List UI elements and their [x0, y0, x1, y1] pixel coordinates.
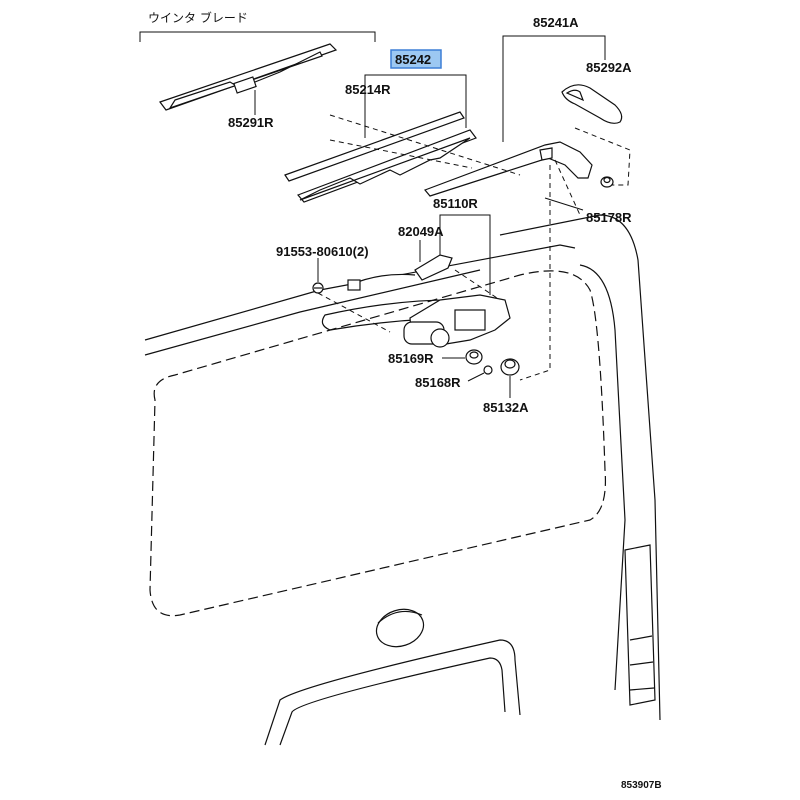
figure-reference: 853907B [621, 780, 662, 791]
cap-85178r-part [600, 176, 614, 188]
part-label-85110r[interactable]: 85110R [433, 196, 478, 211]
grommet-85169r-part [465, 349, 483, 365]
door-lower-detail [264, 608, 521, 746]
nut-85168r-part [483, 365, 493, 375]
blade-rubber-85214r-part [284, 111, 465, 182]
part-label-85292a[interactable]: 85292A [586, 60, 632, 75]
part-label-85242[interactable]: 85242 [395, 52, 431, 67]
part-label-85214r[interactable]: 85214R [345, 82, 391, 97]
part-label-85241a[interactable]: 85241A [533, 15, 579, 30]
highlight-box [390, 49, 442, 69]
blade-85291r-part [159, 43, 338, 111]
arm-cover-85292a-part [561, 84, 623, 124]
part-label-85291r[interactable]: 85291R [228, 115, 274, 130]
group-label: ウインタ ブレード [148, 10, 248, 25]
wiper-arm-85241a-part [423, 141, 593, 197]
leader-lines [139, 31, 606, 398]
connector-82049a-part [347, 254, 453, 291]
wiper-motor-85110r-part [403, 294, 511, 348]
bolt-91553-part [312, 282, 324, 294]
part-label-82049a[interactable]: 82049A [398, 224, 444, 239]
part-label-91553[interactable]: 91553-80610(2) [276, 244, 369, 259]
pivot-cap-85132a-part [500, 358, 520, 376]
blade-assy-85242-part [296, 129, 477, 203]
rear-glass-outline [149, 270, 607, 617]
part-label-85169r[interactable]: 85169R [388, 351, 434, 366]
back-door-outline [144, 214, 661, 721]
part-label-85178r[interactable]: 85178R [586, 210, 632, 225]
part-label-85168r[interactable]: 85168R [415, 375, 461, 390]
part-label-85132a[interactable]: 85132A [483, 400, 529, 415]
dashed-leaders [317, 114, 631, 381]
